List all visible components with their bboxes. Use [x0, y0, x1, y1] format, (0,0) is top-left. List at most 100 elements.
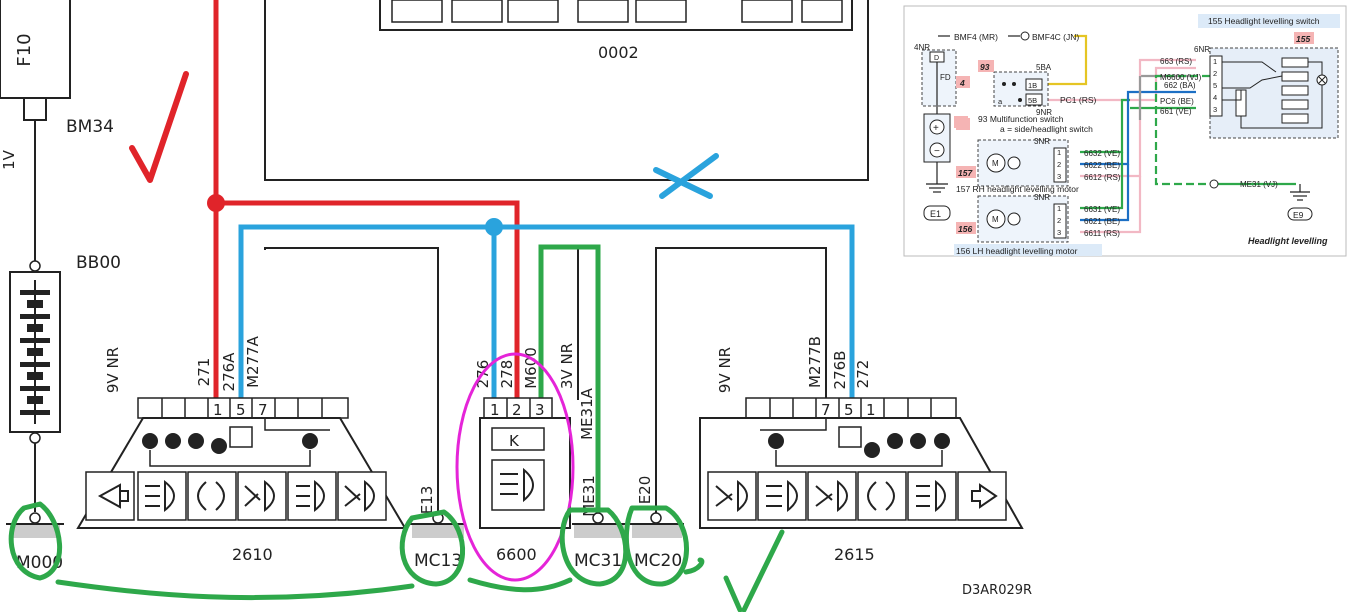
inset-1b: 1B — [1028, 81, 1037, 90]
inset-157: 157 — [958, 168, 973, 178]
green-ground-link — [55, 557, 705, 601]
green-loop-mc31 — [559, 507, 629, 587]
unit-6600-label: 6600 — [496, 545, 537, 564]
inset-motor-156-m: M — [992, 215, 999, 224]
inset-5ba: 5BA — [1036, 63, 1052, 72]
svg-text:−: − — [934, 146, 940, 157]
inset-m156-pin-2: 2 — [1057, 216, 1061, 225]
left-pin-5: 5 — [236, 401, 246, 419]
unit-2610-label: 2610 — [232, 545, 273, 564]
wire-271-label: 271 — [195, 358, 213, 387]
inset-footer: Headlight levelling — [1248, 236, 1328, 246]
inset-w662: 662 (BA) — [1164, 81, 1196, 90]
inset-156: 156 — [958, 224, 972, 234]
wire-m277b-label: M277B — [806, 336, 824, 388]
svg-text:D: D — [934, 55, 939, 62]
me31a-label: ME31A — [578, 387, 596, 440]
bm34-label: BM34 — [66, 117, 114, 137]
inset-motor-157-m: M — [992, 159, 999, 168]
inset-w663: 663 (RS) — [1160, 57, 1192, 66]
inset-e9: E9 — [1293, 210, 1304, 220]
inset-title155: 155 Headlight levelling switch — [1208, 16, 1320, 26]
mid-pin-3: 3 — [535, 401, 545, 419]
blue-wire-276 — [238, 224, 855, 400]
inset-m157-pin-2: 2 — [1057, 160, 1061, 169]
inset-fd: FD — [940, 73, 951, 82]
hand-annotations — [8, 71, 785, 612]
green-loop-mc13 — [399, 509, 466, 587]
right-pin-1: 1 — [866, 401, 876, 419]
unit-2610-connector: 9V NR — [104, 347, 122, 393]
right-pin-5: 5 — [844, 401, 854, 419]
red-wire-278 — [216, 200, 520, 400]
mc13-label: MC13 — [414, 551, 462, 571]
unit-6600: 1 2 3 K — [479, 397, 571, 529]
connector-0002-label: 0002 — [598, 43, 639, 62]
mc31-label: MC31 — [574, 551, 622, 571]
inset-legend157: 157 RH headlight levelling motor — [956, 184, 1079, 194]
inset-155: 155 — [1296, 34, 1310, 44]
blue-cross-mark — [653, 153, 719, 199]
inset-sw-pin-3: 3 — [1213, 105, 1217, 114]
inset-w6631: 6631 (VE) — [1084, 205, 1120, 214]
inset-sw-pin-5: 5 — [1213, 81, 1217, 90]
fuse-f10: F10 — [0, 0, 71, 262]
inset-3nr-b: 3NR — [1034, 193, 1050, 202]
inset-w6622: 6622 (BE) — [1084, 161, 1120, 170]
earth-mc20 — [630, 512, 684, 538]
inset-sw-pin-1: 1 — [1213, 57, 1217, 66]
battery-bb00 — [9, 260, 61, 512]
svg-text:K: K — [509, 432, 520, 450]
red-junction-dot — [207, 194, 225, 212]
inset-legend156: 156 LH headlight levelling motor — [956, 246, 1078, 256]
wire-276a-label: 276A — [220, 352, 238, 392]
green-loop-m000 — [8, 501, 63, 581]
right-pin-7: 7 — [821, 401, 831, 419]
inset-sw-pin-4: 4 — [1213, 93, 1217, 102]
unit-2615: 7 5 1 — [699, 397, 1024, 529]
inset-w6632: 6632 (VE) — [1084, 149, 1120, 158]
inset-motor-157-pins: 1 2 3 — [1057, 148, 1061, 181]
e20-label: E20 — [636, 476, 654, 505]
inset-w661: 661 (VE) — [1160, 107, 1192, 116]
inset-4: 4 — [959, 78, 965, 88]
inset-legend93: 93 Multifunction switch — [978, 114, 1064, 124]
red-checkmark — [129, 71, 189, 183]
connector-0002: 0002 — [379, 0, 853, 62]
magenta-circle-6600 — [455, 352, 575, 582]
e13-label: E13 — [418, 486, 436, 515]
unit-2615-connector: 9V NR — [716, 347, 734, 393]
inset-93: 93 — [980, 62, 990, 72]
mc20-label: MC20 — [634, 551, 682, 571]
drawing-reference: D3AR029R — [962, 583, 1032, 598]
unit-2610: 1 5 7 — [76, 397, 407, 529]
green-checkmark — [723, 529, 785, 612]
inset-3nr-a: 3NR — [1034, 137, 1050, 146]
fuse-f10-label: F10 — [14, 33, 35, 66]
wire-276b-label: 276B — [831, 351, 849, 390]
inset-wpc6: PC6 (BE) — [1160, 97, 1194, 106]
earth-mc31 — [572, 512, 626, 538]
inset-m157-pin-3: 3 — [1057, 172, 1061, 181]
left-pin-1: 1 — [213, 401, 223, 419]
wire-m277a-label: M277A — [244, 335, 262, 388]
inset-wm6600: M6600 (VJ) — [1160, 73, 1202, 82]
inset-9nr: 9NR — [1036, 108, 1052, 117]
left-pin-7: 7 — [258, 401, 268, 419]
colored-overlay-wires — [213, 0, 855, 520]
unit-2615-label: 2615 — [834, 545, 875, 564]
inset-w6612: 6612 (RS) — [1084, 173, 1121, 182]
inset-headlight-levelling: BMF4 (MR) BMF4C (JN) D 4NR FD 4 + − 1 E1… — [903, 5, 1347, 257]
one-v-label: 1V — [0, 149, 18, 170]
inset-bmf4c: BMF4C (JN) — [1032, 32, 1079, 42]
inset-pc1: PC1 (RS) — [1060, 95, 1097, 105]
blue-junction-dot — [485, 218, 503, 236]
inset-6nr: 6NR — [1194, 45, 1210, 54]
inset-m156-pin-1: 1 — [1057, 204, 1061, 213]
inset-bmf4: BMF4 (MR) — [954, 32, 998, 42]
inset-wires — [1048, 34, 1296, 234]
inset-5b: 5B — [1028, 96, 1037, 105]
inset-a: a — [998, 97, 1003, 106]
